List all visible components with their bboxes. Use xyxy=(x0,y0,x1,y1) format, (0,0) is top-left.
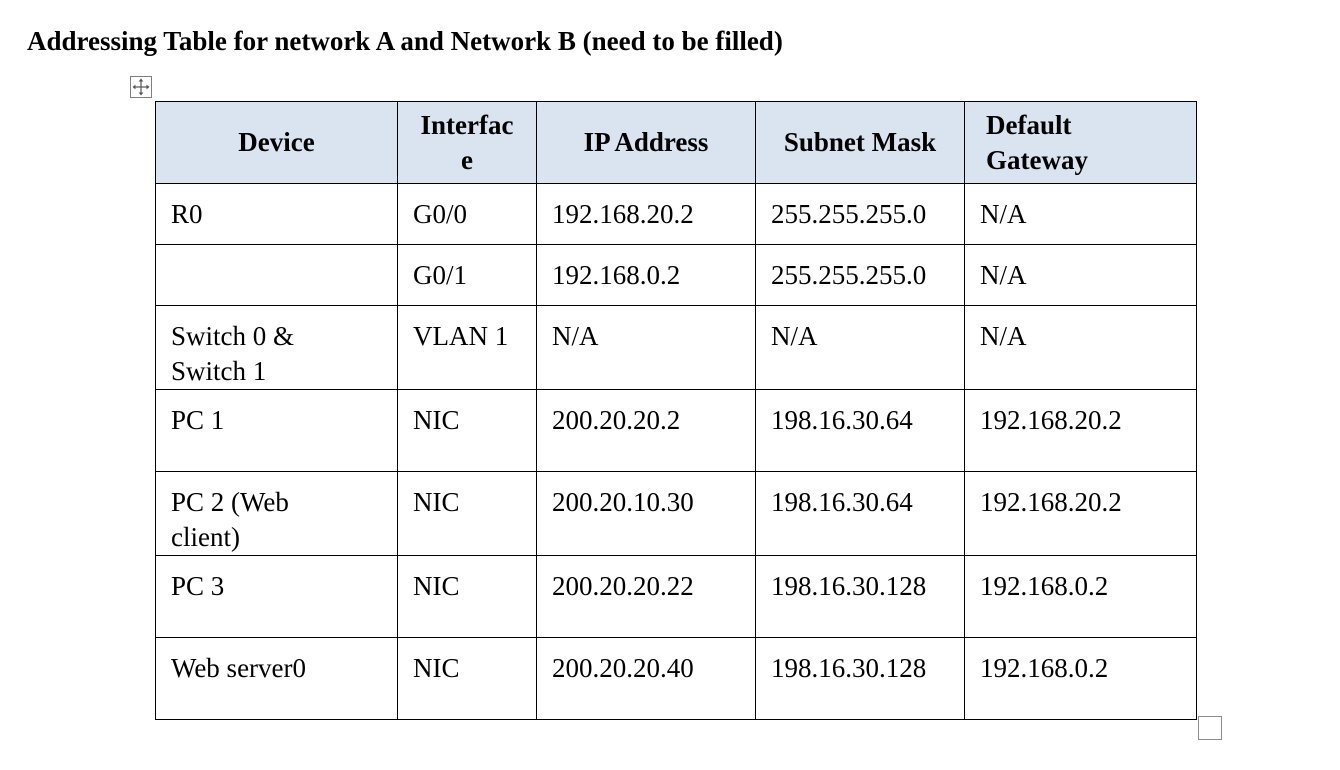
cell-subnet-mask[interactable]: 198.16.30.128 xyxy=(755,555,965,638)
cell-interface[interactable]: NIC xyxy=(397,555,537,638)
device-line: Web server0 xyxy=(171,653,307,683)
device-line: R0 xyxy=(171,199,203,229)
cell-device[interactable]: Switch 0 & Switch 1 xyxy=(155,305,398,390)
table-row-pc3: PC 3 NIC 200.20.20.22 198.16.30.128 192.… xyxy=(155,555,1197,638)
cell-ip-address[interactable]: 200.20.20.22 xyxy=(536,555,756,638)
cell-default-gateway[interactable]: 192.168.0.2 xyxy=(964,637,1197,720)
table-header-row: Device Interfac e IP Address Subnet Mask… xyxy=(155,101,1197,184)
cell-ip-address[interactable]: 200.20.20.2 xyxy=(536,389,756,472)
cell-subnet-mask[interactable]: 198.16.30.64 xyxy=(755,389,965,472)
table-row-pc2: PC 2 (Web client) NIC 200.20.10.30 198.1… xyxy=(155,471,1197,556)
cell-default-gateway[interactable]: 192.168.20.2 xyxy=(964,471,1197,556)
cell-device[interactable]: R0 xyxy=(155,183,398,245)
cell-default-gateway[interactable]: 192.168.20.2 xyxy=(964,389,1197,472)
cell-subnet-mask[interactable]: 255.255.255.0 xyxy=(755,183,965,245)
header-ip-address: IP Address xyxy=(536,101,756,184)
move-arrows-icon xyxy=(132,78,150,96)
header-device: Device xyxy=(155,101,398,184)
cell-ip-address[interactable]: 200.20.10.30 xyxy=(536,471,756,556)
header-default-gateway: Default Gateway xyxy=(964,101,1197,184)
cell-interface[interactable]: NIC xyxy=(397,389,537,472)
header-subnet-mask: Subnet Mask xyxy=(755,101,965,184)
cell-device[interactable]: PC 2 (Web client) xyxy=(155,471,398,556)
cell-interface[interactable]: NIC xyxy=(397,637,537,720)
header-interface-line-2: e xyxy=(461,144,473,175)
cell-interface[interactable]: G0/0 xyxy=(397,183,537,245)
cell-ip-address[interactable]: 192.168.20.2 xyxy=(536,183,756,245)
cell-subnet-mask[interactable]: N/A xyxy=(755,305,965,390)
device-line: Switch 1 xyxy=(171,356,267,386)
cell-interface[interactable]: VLAN 1 xyxy=(397,305,537,390)
header-gateway-line-1: Default xyxy=(986,109,1072,140)
cell-ip-address[interactable]: N/A xyxy=(536,305,756,390)
cell-default-gateway[interactable]: N/A xyxy=(964,305,1197,390)
table-row-web-server: Web server0 NIC 200.20.20.40 198.16.30.1… xyxy=(155,637,1197,720)
addressing-table: Device Interfac e IP Address Subnet Mask… xyxy=(155,101,1197,720)
device-line: PC 2 (Web xyxy=(171,487,289,517)
cell-device[interactable]: PC 1 xyxy=(155,389,398,472)
cell-interface[interactable]: G0/1 xyxy=(397,244,537,306)
table-resize-handle[interactable] xyxy=(1198,716,1222,740)
table-row-r0-g00: R0 G0/0 192.168.20.2 255.255.255.0 N/A xyxy=(155,183,1197,245)
cell-subnet-mask[interactable]: 255.255.255.0 xyxy=(755,244,965,306)
cell-default-gateway[interactable]: 192.168.0.2 xyxy=(964,555,1197,638)
header-interface: Interfac e xyxy=(397,101,537,184)
device-line: PC 3 xyxy=(171,571,225,601)
cell-default-gateway[interactable]: N/A xyxy=(964,244,1197,306)
cell-device[interactable]: Web server0 xyxy=(155,637,398,720)
device-line: Switch 0 & xyxy=(171,321,295,351)
table-row-switches: Switch 0 & Switch 1 VLAN 1 N/A N/A N/A xyxy=(155,305,1197,390)
header-interface-line-1: Interfac xyxy=(420,109,514,140)
cell-subnet-mask[interactable]: 198.16.30.128 xyxy=(755,637,965,720)
cell-device[interactable]: PC 3 xyxy=(155,555,398,638)
device-line: client) xyxy=(171,522,240,552)
header-gateway-line-2: Gateway xyxy=(986,144,1088,175)
cell-interface[interactable]: NIC xyxy=(397,471,537,556)
table-row-pc1: PC 1 NIC 200.20.20.2 198.16.30.64 192.16… xyxy=(155,389,1197,472)
cell-ip-address[interactable]: 192.168.0.2 xyxy=(536,244,756,306)
cell-ip-address[interactable]: 200.20.20.40 xyxy=(536,637,756,720)
device-line: PC 1 xyxy=(171,405,225,435)
document-title: Addressing Table for network A and Netwo… xyxy=(27,26,783,56)
cell-device[interactable] xyxy=(155,244,398,306)
table-row-r0-g01: G0/1 192.168.0.2 255.255.255.0 N/A xyxy=(155,244,1197,306)
cell-subnet-mask[interactable]: 198.16.30.64 xyxy=(755,471,965,556)
cell-default-gateway[interactable]: N/A xyxy=(964,183,1197,245)
table-move-handle[interactable] xyxy=(130,76,152,98)
